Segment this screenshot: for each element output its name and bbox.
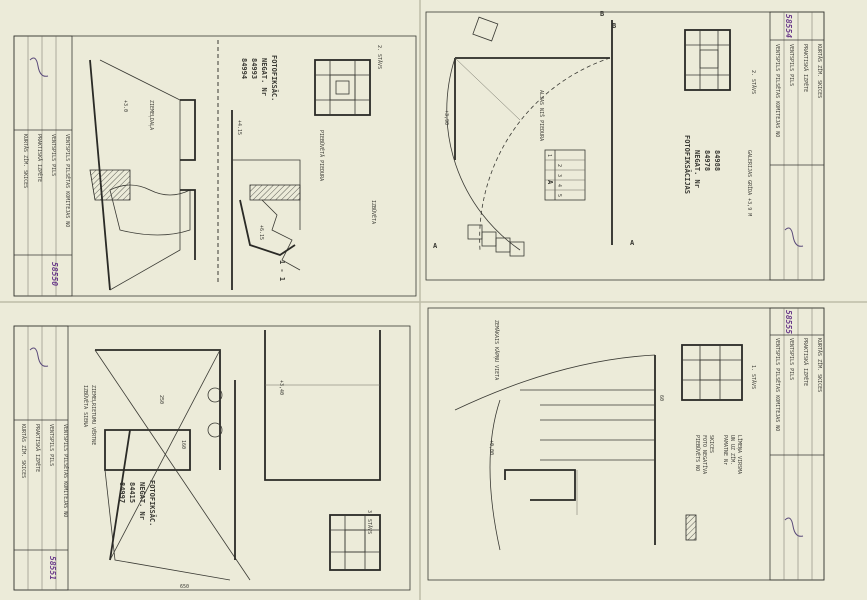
sheet-number: 58551 (48, 556, 57, 580)
floor-label: 2. STĀVS (376, 45, 383, 69)
svg-text:FOTOFIKSĀCIJAS: FOTOFIKSĀCIJAS (683, 135, 692, 194)
drawing-label: ZIEMEĻRIETUMU VĒRTNE (90, 385, 97, 445)
svg-text:4: 4 (556, 184, 562, 187)
drawing-label: IZBŪVĒTA SIENA (82, 385, 89, 427)
level-mark: +3.0 (122, 100, 128, 112)
floor-label: 2. STĀVS (750, 70, 757, 94)
title-line: KURTĀS ZĪM. SKICES (20, 424, 27, 478)
drawing-label: ZEMĀKAIS KĀPŅU VIETA (493, 320, 500, 380)
title-line: VENTSPILS PILSĒTAS KOMITEJAS NO (774, 44, 781, 137)
level-mark: +0,00 (488, 440, 494, 455)
svg-text:NEGAT. Nr: NEGAT. Nr (693, 150, 701, 188)
title-line: VENTSPILS PILSĒTAS KOMITEJAS NO (774, 338, 781, 431)
svg-text:NEGAT. Nr: NEGAT. Nr (260, 58, 268, 96)
section-mark: A (630, 239, 635, 247)
svg-text:84997: 84997 (118, 482, 126, 503)
sheet-bottom-left: VENTSPILS PILSĒTAS KOMITEJAS NO VENTSPIL… (13, 325, 411, 591)
sheet-top-right: 58554 VENTSPILS PILSĒTAS KOMITEJAS NO VE… (425, 10, 825, 281)
drawing-label: ALJAS NIŠ PIEDURA (538, 90, 545, 141)
step-table: A 1 2 3 4 5 (544, 149, 586, 201)
title-line: PRAKTISKĀ IZPĒTE (36, 134, 43, 182)
sheet-number: 58550 (50, 262, 59, 286)
floor-label: 3. STĀVS (366, 510, 373, 534)
floor-plan-key (314, 59, 371, 116)
title-line: KURTĀS ZĪM. SKICES (816, 338, 823, 392)
svg-text:A: A (546, 180, 554, 185)
svg-text:3: 3 (556, 174, 562, 177)
title-line: PRAKTISKĀ IZPĒTE (802, 338, 809, 386)
dimension: 60 (658, 395, 664, 401)
svg-text:FOTOFIKSĀC.: FOTOFIKSĀC. (148, 480, 157, 526)
svg-text:84978: 84978 (703, 150, 711, 171)
floor-plan-key (681, 344, 743, 401)
svg-text:84994: 84994 (240, 58, 248, 79)
svg-text:84415: 84415 (128, 482, 136, 503)
title-block: VENTSPILS PILSĒTAS KOMITEJAS NO VENTSPIL… (13, 35, 73, 297)
level-mark: +3,90 (443, 110, 449, 125)
dimension: 650 (180, 584, 189, 590)
drawing-label: GALERIJAS GRĪDA +3,9 M (746, 150, 753, 216)
title-block: 58555 VENTSPILS PILSĒTAS KOMITEJAS NO VE… (769, 307, 825, 581)
svg-text:1: 1 (546, 154, 552, 157)
title-line: VENTSPILS PILS (50, 134, 56, 176)
sheet-number: 58555 (784, 310, 793, 334)
svg-text:PAMATNE Nr: PAMATNE Nr (722, 435, 728, 465)
level-mark: +6.15 (258, 225, 264, 240)
floor-label: 1. STĀVS (750, 365, 757, 389)
svg-text:5: 5 (556, 194, 562, 197)
title-line: KURTĀS ZĪM. SKICES (22, 134, 29, 188)
svg-text:PIEBŪVĒTS NO: PIEBŪVĒTS NO (694, 435, 701, 471)
dimension: 160 (180, 440, 186, 449)
hatch-legend (685, 514, 697, 541)
title-line: PRAKTISKĀ IZPĒTE (802, 44, 809, 92)
photo-label: FOTOFIKSĀC. NEGAT. Nr 84415 84997 (118, 480, 157, 526)
section-mark: A (433, 242, 438, 250)
title-line: VENTSPILS PILS (788, 44, 794, 86)
photo-label: FOTOFIKSĀC. NEGAT. Nr 84993 84994 (240, 55, 279, 101)
svg-text:SKICES: SKICES (708, 435, 714, 453)
floor-plan-key (684, 29, 731, 91)
drawing-label: IZBŪVĒTA (370, 200, 377, 224)
svg-text:84988: 84988 (713, 150, 721, 171)
drawing-label: ZIEMEĻDAĻA (148, 100, 154, 130)
svg-text:UN UZ ZĪM.: UN UZ ZĪM. (729, 435, 736, 465)
section-label: 1 - 1 (278, 260, 286, 281)
sheet-top-left: VENTSPILS PILSĒTAS KOMITEJAS NO VENTSPIL… (13, 35, 417, 297)
svg-text:84993: 84993 (250, 58, 258, 79)
floor-plan-key (329, 514, 381, 571)
drawing-label: PIEBŪVĒTĀ PIEDURA (318, 130, 325, 181)
title-line: VENTSPILS PILSĒTAS KOMITEJAS NO (62, 424, 69, 517)
svg-text:NEGAT. Nr: NEGAT. Nr (138, 482, 146, 520)
svg-text:FOTOFIKSĀC.: FOTOFIKSĀC. (270, 55, 279, 101)
level-mark: +4.15 (236, 120, 242, 135)
photo-label: FOTOFIKSĀCIJAS NEGAT. Nr 84978 84988 (683, 135, 721, 194)
sheet-number: 58554 (784, 14, 793, 38)
svg-text:FOTO NEGATĪVA: FOTO NEGATĪVA (701, 435, 708, 474)
title-line: PRAKTISKĀ IZPĒTE (34, 424, 41, 472)
sheet-bottom-right: 58555 VENTSPILS PILSĒTAS KOMITEJAS NO VE… (427, 307, 825, 581)
notes: PIEBŪVĒTS NO FOTO NEGATĪVA SKICES PAMATN… (694, 435, 743, 474)
title-block: VENTSPILS PILSĒTAS KOMITEJAS NO VENTSPIL… (13, 325, 69, 591)
svg-text:2: 2 (556, 164, 562, 167)
level-mark: +3,40 (278, 380, 284, 395)
svg-text:LĪMEŅA VIRSMA: LĪMEŅA VIRSMA (736, 435, 743, 474)
dimension: 250 (158, 395, 164, 404)
title-line: VENTSPILS PILS (48, 424, 54, 466)
title-line: KURTĀS ZĪM. SKICES (816, 44, 823, 98)
section-mark: B (600, 10, 604, 18)
title-line: VENTSPILS PILS (788, 338, 794, 380)
section-mark: B (612, 22, 616, 30)
title-line: VENTSPILS PILSĒTAS KOMITEJAS NO (64, 134, 71, 227)
title-block: 58554 VENTSPILS PILSĒTAS KOMITEJAS NO VE… (769, 11, 825, 281)
